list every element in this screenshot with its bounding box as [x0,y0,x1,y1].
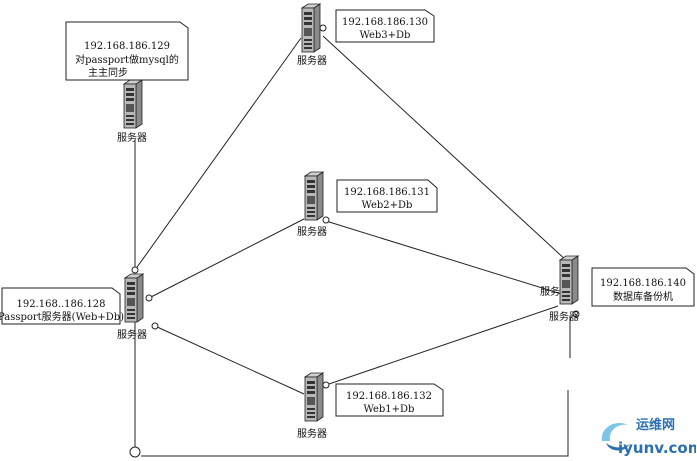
server-caption: 服务器 [117,131,147,144]
note-description: 数据库备份机 [613,290,673,303]
server-web2: 服务器 [297,171,327,238]
note-description: 主主同步 [88,67,128,79]
connector-point [131,266,139,274]
server-caption: 服务器 [297,427,327,440]
link-web2-backup [325,220,569,297]
server-web3: 服务器 [297,3,327,67]
note-web3: 192.168.186.130 Web3+Db [335,9,435,43]
server-caption: 服务器 [549,310,579,323]
connector-point [319,24,327,32]
server-icon [123,79,143,129]
connector-point [572,310,580,318]
link-web1-backup [325,305,559,386]
note-description: Web2+Db [362,200,413,211]
connector-point [129,446,141,458]
server-icon [124,273,144,323]
note-db-sync: 192.168.186.129 对passport做mysql的 主主同步 [65,21,189,81]
server-icon [559,255,579,305]
server-icon [304,372,324,422]
server-icon [301,3,321,53]
connections [134,35,571,457]
link-passport-web3 [134,37,302,271]
note-ip: 192.168..186.128 [16,299,105,310]
note-description: 对passport做mysql的 [75,53,179,66]
note-web1: 192.168.186.132 Web1+Db [335,383,444,417]
server-db-sync: 服务器 [117,79,147,144]
note-ip: 192.168.186.129 [84,41,170,52]
connector-point [322,216,330,224]
link-passport-web2 [148,218,305,299]
note-ip: 192.168.186.131 [344,187,430,198]
connector-point [322,381,330,389]
note-backup: 192.168.186.140 数据库备份机 [591,267,695,307]
watermark-brand: 运维网 [636,417,675,433]
note-description: Passport服务器(Web+Db) [0,310,124,323]
watermark-site: iyunv.com [618,439,696,457]
connector-point [151,322,159,330]
note-description: Web1+Db [364,404,415,415]
server-icon [304,171,324,221]
connector-point [145,294,153,302]
note-ip: 192.168.186.130 [342,17,428,28]
server-backup: 服务器 服务器 [540,255,579,323]
link-web3-backup [322,35,569,263]
link-bottom-loop [141,390,569,457]
watermark-logo-icon [601,422,630,451]
note-ip: 192.168.186.140 [600,278,686,289]
note-web2: 192.168.186.131 Web2+Db [336,179,438,213]
server-caption: 服务器 [297,54,327,67]
server-caption: 服务器 [297,225,327,238]
site-watermark: 运维网 iyunv.com [601,417,696,457]
link-passport-web1 [154,325,305,395]
note-passport: 192.168..186.128 Passport服务器(Web+Db) [0,287,124,325]
note-ip: 192.168.186.132 [346,391,432,402]
server-web1: 服务器 [297,372,327,440]
note-description: Web3+Db [360,30,411,41]
server-caption: 服务器 [117,328,147,341]
server-passport: 服务器 [117,273,147,341]
